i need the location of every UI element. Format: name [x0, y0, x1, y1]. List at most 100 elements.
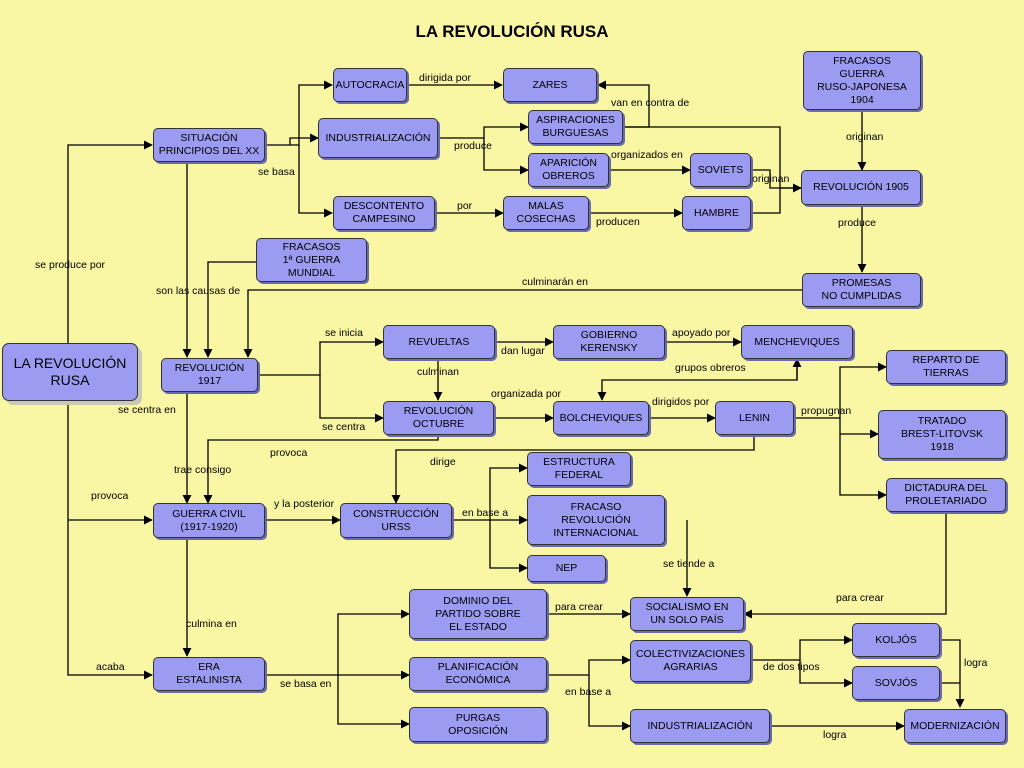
wire-constr-nep [489, 520, 528, 573]
label-se-centra: se centra [322, 421, 366, 433]
label-grupos-obreros: grupos obreros [675, 362, 746, 374]
label-logra-2: logra [823, 729, 847, 741]
wire-1917-oct [319, 375, 384, 423]
label-se-basa-en: se basa en [280, 678, 332, 690]
wire-col-sovjos [799, 660, 853, 688]
label-en-base-a-2: en base a [565, 686, 612, 698]
label-en-base-a-1: en base a [462, 507, 509, 519]
wire-col-branch [751, 635, 853, 661]
node-situacion: SITUACIÓN PRINCIPIOS DEL XX [153, 128, 265, 162]
node-mencheviques: MENCHEVIQUES [741, 325, 853, 359]
node-dictadura: DICTADURA DEL PROLETARIADO [886, 478, 1006, 512]
node-industrializacion-1: INDUSTRIALIZACIÓN [318, 118, 438, 158]
wire-1917-branch [258, 337, 384, 376]
wire-mundial-1917 [203, 261, 258, 358]
label-para-crear-2: para crear [555, 601, 603, 613]
node-revueltas: REVUELTAS [383, 325, 495, 359]
node-guerra-civil: GUERRA CIVIL (1917-1920) [153, 503, 265, 538]
wire-hambre-1905 [623, 126, 781, 214]
node-modernizacion: MODERNIZACIÓN [904, 709, 1006, 743]
label-organizada-por: organizada por [491, 388, 562, 400]
node-tratado: TRATADO BREST-LITOVSK 1918 [878, 410, 1006, 459]
node-revolucion-rusa: LA REVOLUCIÓN RUSA [2, 343, 138, 401]
wire-sit-desc [298, 145, 333, 218]
wire-lenin-constr [391, 436, 755, 504]
label-trae-consigo: trae consigo [174, 464, 232, 476]
wire-prop-dict [839, 434, 887, 500]
node-descontento: DESCONTENTO CAMPESINO [333, 196, 435, 230]
node-reparto: REPARTO DE TIERRAS [886, 350, 1006, 384]
node-aparicion: APARICIÓN OBREROS [528, 153, 609, 187]
wire-era-branch [265, 609, 410, 676]
label-originan-2: originan [752, 173, 790, 185]
node-lenin: LENIN [715, 401, 794, 435]
label-por: por [457, 200, 473, 212]
node-autocracia: AUTOCRACIA [333, 68, 407, 102]
label-culminaran-en: culminarán en [522, 276, 588, 288]
wire-prop-tratado [839, 418, 879, 439]
label-se-tiende-a: se tiende a [663, 558, 715, 570]
wire-sit-branch [265, 80, 333, 146]
node-hambre: HAMBRE [682, 196, 751, 230]
wire-plan-ind [588, 675, 631, 731]
node-soviets: SOVIETS [690, 153, 751, 187]
label-produce-1: produce [454, 140, 492, 152]
label-logra-1: logra [964, 657, 988, 669]
node-colectivizaciones: COLECTIVIZACIONES AGRARIAS [630, 640, 751, 682]
label-culminan: culminan [417, 366, 460, 378]
label-provoca-1: provoca [270, 447, 308, 459]
node-fracasos-mundial: FRACASOS 1ª GUERRA MUNDIAL [256, 238, 367, 282]
node-fracasos-japonesa: FRACASOS GUERRA RUSO-JAPONESA 1904 [803, 51, 921, 110]
wire-ind-apar [483, 138, 529, 175]
wire-oct-guerra [203, 436, 439, 504]
node-era-estalinista: ERA ESTALINISTA [153, 657, 265, 691]
node-fracaso-internacional: FRACASO REVOLUCIÓN INTERNACIONAL [527, 495, 665, 545]
label-originan-1: originan [846, 131, 884, 143]
label-se-centra-en: se centra en [118, 404, 176, 416]
node-dominio: DOMINIO DEL PARTIDO SOBRE EL ESTADO [409, 589, 547, 639]
node-bolcheviques: BOLCHEVIQUES [553, 401, 649, 435]
label-provoca-2: provoca [91, 490, 129, 502]
wire-constr-branch [452, 463, 528, 521]
label-y-la-posterior: y la posterior [274, 498, 335, 510]
node-nep: NEP [527, 555, 606, 582]
node-koljos: KOLJÓS [852, 623, 940, 657]
wire-era-purgas [337, 675, 410, 729]
label-producen: producen [596, 216, 640, 228]
label-culmina-en: culmina en [186, 618, 237, 630]
label-acaba: acaba [96, 661, 125, 673]
node-purgas: PURGAS OPOSICIÓN [409, 707, 547, 742]
node-socialismo: SOCIALISMO EN UN SOLO PAÍS [630, 597, 744, 631]
node-zares: ZARES [503, 68, 597, 102]
wire-promesas-1917 [243, 289, 802, 358]
wire-dict-soc [743, 512, 947, 619]
label-organizados-en: organizados en [611, 149, 683, 161]
wire-sit-ind [289, 133, 319, 145]
wire-kol-mod [940, 639, 965, 708]
label-para-crear-1: para crear [836, 592, 884, 604]
wire-trunk-up [67, 140, 153, 350]
label-dan-lugar: dan lugar [501, 345, 545, 357]
label-se-basa: se basa [258, 166, 295, 178]
node-promesas: PROMESAS NO CUMPLIDAS [802, 273, 921, 307]
node-industrializacion-2: INDUSTRIALIZACIÓN [630, 709, 770, 743]
wire-lenin-prop [794, 362, 887, 419]
node-construccion: CONSTRUCCIÓN URSS [340, 503, 452, 538]
label-dirigida-por: dirigida por [419, 72, 471, 84]
wire-trunk-down [67, 400, 153, 680]
diagram-title: LA REVOLUCIÓN RUSA [415, 22, 609, 41]
node-revolucion-1917: REVOLUCIÓN 1917 [161, 358, 258, 392]
label-van-en-contra: van en contra de [611, 97, 690, 109]
label-dirige: dirige [430, 456, 456, 468]
label-de-dos-tipos: de dos tipos [763, 661, 820, 673]
label-apoyado-por: apoyado por [672, 327, 731, 339]
label-son-las-causas: son las causas de [156, 285, 241, 297]
node-sovjos: SOVJÓS [852, 666, 940, 700]
node-estructura: ESTRUCTURA FEDERAL [527, 452, 631, 486]
wire-plan-branch [547, 655, 631, 676]
node-gobierno-kerensky: GOBIERNO KERENSKY [553, 325, 665, 359]
node-aspiraciones: ASPIRACIONES BURGUESAS [528, 110, 623, 144]
node-revolucion-octubre: REVOLUCIÓN OCTUBRE [383, 401, 494, 435]
wire-ind-branch [438, 122, 529, 139]
